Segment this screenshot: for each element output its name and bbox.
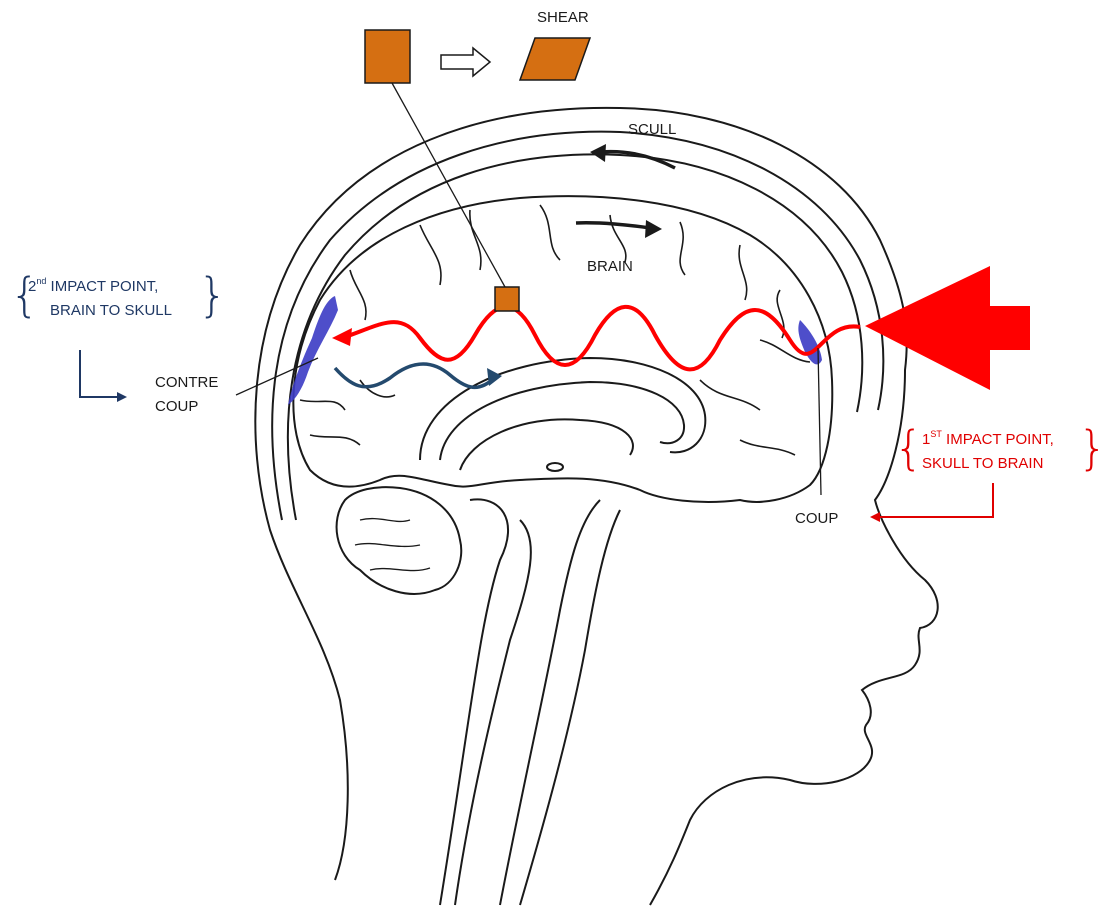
second-impact-brace-right: } — [198, 272, 227, 318]
first-impact-brace-left: { — [894, 425, 923, 471]
shear-leader-line — [392, 83, 505, 287]
shear-parallelogram — [520, 38, 590, 80]
brain-motion-arrowhead — [645, 220, 662, 238]
shear-square-large — [365, 30, 410, 83]
first-impact-line1: 1ST IMPACT POINT, — [922, 430, 1054, 450]
second-impact-ordinal-suffix: nd — [36, 276, 46, 286]
cerebellum-folds — [355, 519, 430, 571]
second-impact-line1: 2nd IMPACT POINT, — [28, 277, 158, 297]
brain-outline — [293, 196, 832, 502]
first-impact-connector — [872, 483, 993, 517]
shock-wave-arrowhead — [332, 328, 352, 346]
brainstem — [440, 499, 620, 905]
rebound-wave-navy — [335, 364, 495, 387]
corpus-callosum — [420, 358, 705, 471]
second-impact-connector — [80, 350, 125, 397]
contre-coup-label-line1: CONTRE — [155, 373, 218, 393]
impact-force-arrow — [865, 266, 1030, 390]
second-impact-line2: BRAIN TO SKULL — [50, 301, 172, 321]
first-impact-ordinal-suffix: ST — [930, 429, 942, 439]
first-impact-brace-right: } — [1078, 425, 1107, 471]
first-impact-line1-text: IMPACT POINT, — [942, 431, 1054, 448]
skull-motion-arrowhead — [590, 144, 606, 162]
coup-label: COUP — [795, 509, 838, 529]
shear-label: SHEAR — [537, 8, 589, 28]
second-impact-line1-text: IMPACT POINT, — [46, 278, 158, 295]
scull-label: SCULL — [628, 120, 676, 140]
contre-coup-label-line2: COUP — [155, 397, 198, 417]
skull-inner — [288, 154, 862, 520]
shear-square-small — [495, 287, 519, 311]
rebound-wave-arrowhead — [487, 368, 502, 386]
cerebellum — [337, 487, 462, 594]
brain-label: BRAIN — [587, 257, 633, 277]
shear-hollow-arrow — [441, 48, 490, 76]
first-impact-line2: SKULL TO BRAIN — [922, 454, 1043, 474]
head-outline — [255, 108, 937, 905]
skull-outer — [272, 132, 883, 520]
